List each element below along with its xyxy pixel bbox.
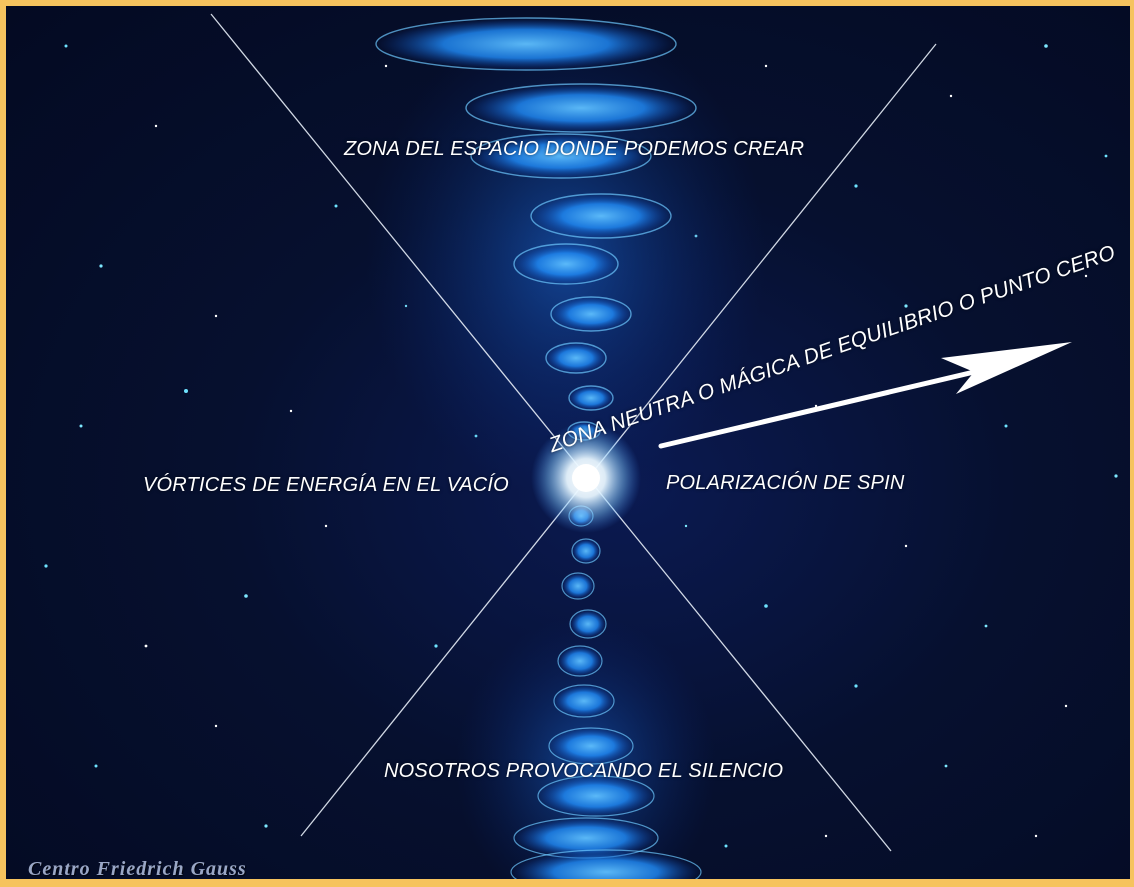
top-zone-label: ZONA DEL ESPACIO DONDE PODEMOS CREAR	[344, 138, 805, 160]
center-core	[572, 464, 600, 492]
arrow-right-icon	[658, 342, 1072, 449]
signature-watermark: Centro Friedrich Gauss	[28, 858, 247, 880]
vortex-scene	[44, 13, 1118, 879]
silence-label: NOSOTROS PROVOCANDO EL SILENCIO	[384, 760, 784, 782]
star-field	[44, 44, 1118, 848]
lower-vortex	[510, 505, 702, 879]
vortices-label: VÓRTICES DE ENERGÍA EN EL VACÍO	[143, 474, 509, 496]
polarization-label: POLARIZACIÓN DE SPIN	[666, 472, 905, 494]
